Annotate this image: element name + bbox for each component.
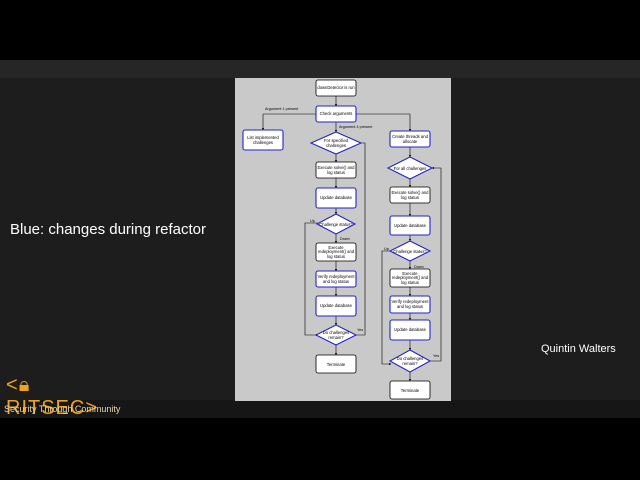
decision-challenge-status-left: Challenge status? [315,213,357,235]
svg-text:log status: log status [327,254,345,259]
slide-bottom-strip [0,400,640,418]
svg-text:List implemented: List implemented [247,135,279,140]
node-verify-redeploy-left: Verify redeployment and log status [315,270,357,288]
svg-text:Check arguments: Check arguments [320,111,353,116]
presenter-name: Quintin Walters [541,343,616,355]
logo-tagline: Security Through Community [4,404,121,414]
svg-text:challenges: challenges [326,143,346,148]
svg-text:challenges: challenges [253,140,273,145]
svg-text:Terminate: Terminate [401,388,420,393]
svg-text:Update database: Update database [320,195,353,200]
svg-text:Challenge status?: Challenge status? [393,249,427,254]
svg-text:log status: log status [401,280,419,285]
svg-text:remain?: remain? [328,335,344,340]
svg-text:Verify redeployment: Verify redeployment [317,274,355,279]
node-create-threads: Create threads and allocate [389,130,431,148]
flow-edges [261,96,442,366]
edge-label-yes-left: Yes [357,328,363,332]
node-terminate-right: Terminate [389,380,431,400]
decision-for-all: For all challenges [386,156,434,180]
decision-more-left: Do challenges remain? [314,324,358,346]
svg-text:log status: log status [401,195,419,200]
bracket-left-icon: < [6,374,19,396]
svg-text:Execute: Execute [402,271,418,276]
node-update-db-right-1: Update database [389,215,431,236]
svg-text:remain?: remain? [402,361,418,366]
letterbox-top [0,0,640,60]
svg-text:Do challenges: Do challenges [397,356,424,361]
svg-text:Update database: Update database [320,303,353,308]
svg-text:Do challenges: Do challenges [323,330,350,335]
node-execute-redeploy-left: Execute redeployment() and log status [315,242,357,262]
logo-wordmark: <🔒︎RITSEC> [6,374,99,419]
ritsec-logo: <🔒︎RITSEC> Security Through Community [2,372,122,419]
edge-label-arg-present-right: Argument 4 present [339,125,373,129]
decision-for-specified: For specified challenges [309,131,363,155]
node-list-challenges: List implemented challenges [242,129,284,151]
letterbox-bottom [0,418,640,480]
svg-text:downDetector is run: downDetector is run [317,85,355,90]
svg-text:redeployment() and: redeployment() and [392,275,429,280]
decision-more-right: Do challenges remain? [388,349,432,373]
svg-text:Update database: Update database [394,327,427,332]
svg-text:allocate: allocate [403,139,418,144]
padlock-icon: 🔒︎ [18,374,31,396]
svg-text:For specified: For specified [324,138,349,143]
edge-label-up-right: Up [384,247,389,251]
node-update-db-left-1: Update database [315,187,357,209]
svg-text:Terminate: Terminate [327,362,346,367]
node-start: downDetector is run [315,79,357,97]
bracket-right-icon: > [85,397,99,419]
slide-top-strip [0,60,640,78]
svg-text:Execute: Execute [328,245,344,250]
svg-text:Verify redeployment: Verify redeployment [391,299,429,304]
edge-label-yes-right: Yes [433,354,439,358]
node-terminate-left: Terminate [315,354,357,374]
edge-label-down-left: Down [340,237,350,241]
svg-text:Create threads and: Create threads and [392,134,429,139]
node-verify-redeploy-right: Verify redeployment and log status [389,295,431,314]
svg-text:Challenge status?: Challenge status? [319,222,353,227]
node-update-db-right-2: Update database [389,319,431,341]
flowchart: Argument 1 present Argument 4 present Up… [235,78,451,401]
edge-label-arg-present: Argument 1 present [265,107,299,111]
node-check-arguments: Check arguments [315,105,357,123]
node-execute-solve-left: Execute solve() and log status [315,161,357,179]
decision-challenge-status-right: Challenge status? [388,240,432,262]
node-execute-redeploy-right: Execute redeployment() and log status [389,268,431,288]
edge-label-down-right: Down [414,265,424,269]
svg-text:Update database: Update database [394,223,427,228]
node-update-db-left-2: Update database [315,295,357,317]
legend-caption: Blue: changes during refactor [10,221,206,238]
edge-label-up-left: Up [310,219,315,223]
svg-text:and log status: and log status [323,279,349,284]
svg-text:and log status: and log status [397,304,423,309]
svg-text:Execute solve() and: Execute solve() and [317,165,355,170]
svg-text:redeployment() and: redeployment() and [318,249,355,254]
svg-text:Execute solve() and: Execute solve() and [391,190,429,195]
svg-text:For all challenges: For all challenges [394,166,427,171]
node-execute-solve-right: Execute solve() and log status [389,186,431,204]
svg-text:log status: log status [327,170,345,175]
